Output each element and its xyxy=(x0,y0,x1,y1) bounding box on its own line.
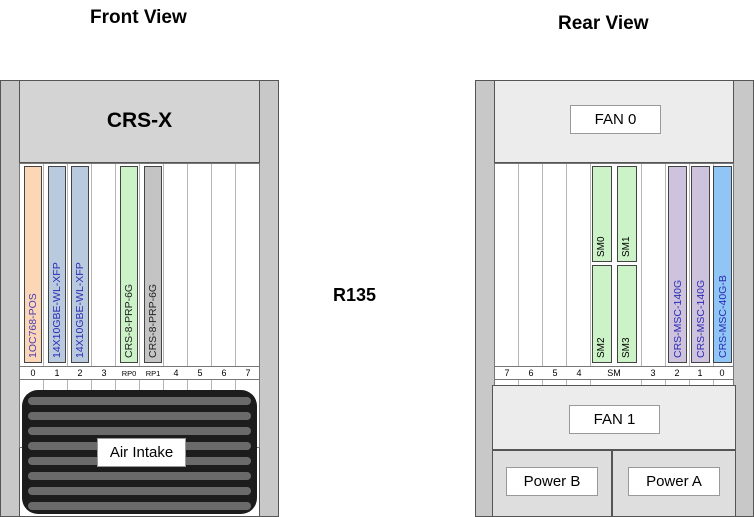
switch-module-sm3[interactable]: SM3 xyxy=(617,265,637,363)
grille-bar xyxy=(28,397,251,405)
switch-module-sm2[interactable]: SM2 xyxy=(592,265,612,363)
switch-module-sm1[interactable]: SM1 xyxy=(617,166,637,262)
slot-number: 0 xyxy=(30,368,36,378)
slot-number: 2 xyxy=(674,368,680,378)
slot-number: 1 xyxy=(697,368,703,378)
front-left-rail xyxy=(0,80,20,517)
slot-number: RP0 xyxy=(121,369,137,378)
route-processor-label: CRS-8-PRP-6G xyxy=(147,283,159,358)
grille-bar xyxy=(28,472,251,480)
slot-number: 2 xyxy=(77,368,83,378)
switch-module-label: SM0 xyxy=(596,236,607,257)
msc-card-slot-2[interactable]: CRS-MSC-140G xyxy=(668,166,687,363)
rear-slot-number-row: 7 6 5 4 SM 3 2 1 0 xyxy=(494,366,734,380)
slot-divider xyxy=(67,164,68,447)
slot-number: 4 xyxy=(173,368,179,378)
line-card-label: 14X10GBE-WL-XFP xyxy=(51,262,63,358)
slot-divider xyxy=(163,164,164,447)
slot-number: 6 xyxy=(221,368,227,378)
rear-right-rail xyxy=(733,80,754,517)
slot-number: 3 xyxy=(101,368,107,378)
line-card-slot-2[interactable]: 14X10GBE-WL-XFP xyxy=(71,166,89,363)
slot-divider xyxy=(518,164,519,447)
power-shelf-a-label: Power A xyxy=(628,467,720,496)
switch-module-label: SM3 xyxy=(621,337,632,358)
msc-card-label: CRS-MSC-140G xyxy=(694,279,707,358)
slot-number: RP1 xyxy=(145,369,161,378)
chassis-brand-label: CRS-X xyxy=(106,109,173,132)
msc-card-label: CRS-MSC-140G xyxy=(671,279,684,358)
slot-divider xyxy=(235,164,236,447)
front-view-title: Front View xyxy=(90,7,187,28)
slot-number: 4 xyxy=(576,368,582,378)
air-intake-label: Air Intake xyxy=(97,438,186,467)
power-shelf-b-label: Power B xyxy=(506,467,598,496)
front-slot-number-row: 0 1 2 3 RP0 RP1 4 5 6 7 xyxy=(19,366,260,380)
slot-number: 3 xyxy=(650,368,656,378)
slot-number: 5 xyxy=(197,368,203,378)
slot-divider xyxy=(665,164,666,447)
router-id-label: R135 xyxy=(333,285,377,305)
front-chassis: CRS-X 1OC768-POS 14X10GBE-WL-XFP 14X10GB… xyxy=(0,80,279,517)
msc-card-label: CRS-MSC-40G-B xyxy=(716,275,729,358)
msc-card-slot-1[interactable]: CRS-MSC-140G xyxy=(691,166,710,363)
line-card-label: 14X10GBE-WL-XFP xyxy=(74,262,86,358)
rear-view-title: Rear View xyxy=(558,13,649,34)
front-brand-panel: CRS-X xyxy=(19,80,260,163)
line-card-slot-0[interactable]: 1OC768-POS xyxy=(24,166,42,363)
slot-divider xyxy=(689,164,690,447)
slot-divider xyxy=(641,164,642,447)
fan-tray-0[interactable]: FAN 0 xyxy=(494,80,734,163)
switch-module-sm0[interactable]: SM0 xyxy=(592,166,612,262)
slot-number: 7 xyxy=(504,368,510,378)
fan-tray-1-label: FAN 1 xyxy=(569,405,660,434)
front-right-rail xyxy=(259,80,279,517)
slot-divider xyxy=(139,164,140,447)
slot-divider xyxy=(187,164,188,447)
switch-module-label: SM1 xyxy=(621,236,632,257)
slot-number: 5 xyxy=(552,368,558,378)
slot-number: 1 xyxy=(54,368,60,378)
slot-divider xyxy=(590,164,591,447)
route-processor-rp0[interactable]: CRS-8-PRP-6G xyxy=(120,166,138,363)
fan-tray-0-label: FAN 0 xyxy=(570,105,661,134)
line-card-slot-1[interactable]: 14X10GBE-WL-XFP xyxy=(48,166,66,363)
grille-bar xyxy=(28,502,251,510)
slot-divider xyxy=(115,164,116,447)
route-processor-label: CRS-8-PRP-6G xyxy=(123,283,135,358)
slot-divider xyxy=(91,164,92,447)
slot-number: 0 xyxy=(719,368,725,378)
power-shelf-a[interactable]: Power A xyxy=(612,450,736,517)
fan-tray-1[interactable]: FAN 1 xyxy=(492,385,736,450)
slot-number: SM xyxy=(607,368,621,378)
route-processor-rp1[interactable]: CRS-8-PRP-6G xyxy=(144,166,162,363)
air-intake-grille: Air Intake xyxy=(22,390,257,514)
slot-number: 7 xyxy=(245,368,251,378)
line-card-label: 1OC768-POS xyxy=(27,293,39,358)
switch-module-label: SM2 xyxy=(596,337,607,358)
grille-bar xyxy=(28,412,251,420)
power-shelf-b[interactable]: Power B xyxy=(492,450,612,517)
slot-divider xyxy=(43,164,44,447)
slot-divider xyxy=(211,164,212,447)
msc-card-slot-0[interactable]: CRS-MSC-40G-B xyxy=(713,166,732,363)
grille-bar xyxy=(28,487,251,495)
grille-bar xyxy=(28,427,251,435)
rear-chassis: FAN 0 SM0 SM1 SM2 SM3 CRS-MSC-140G CRS-M… xyxy=(475,80,754,517)
slot-divider xyxy=(542,164,543,447)
slot-divider xyxy=(566,164,567,447)
slot-number: 6 xyxy=(528,368,534,378)
